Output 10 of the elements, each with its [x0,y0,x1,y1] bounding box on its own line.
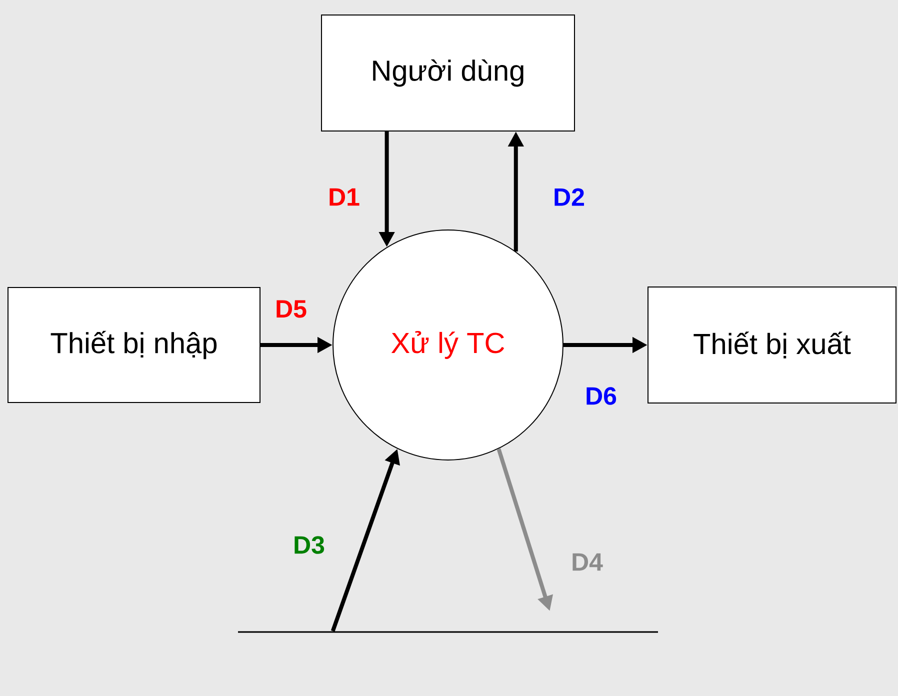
edge-label: D1 [330,188,360,206]
edge-label: D2 [554,188,584,206]
entity-box: Người dùng [321,14,575,132]
entity-box: Thiết bị xuất [648,286,896,404]
edge-label: D5 [276,300,306,318]
data-store-line [238,631,658,633]
edge-label: D3 [294,536,324,554]
edge-label: D4 [572,553,603,571]
edge-label: D6 [586,387,616,405]
entity-box: Thiết bị nhập [8,287,260,403]
